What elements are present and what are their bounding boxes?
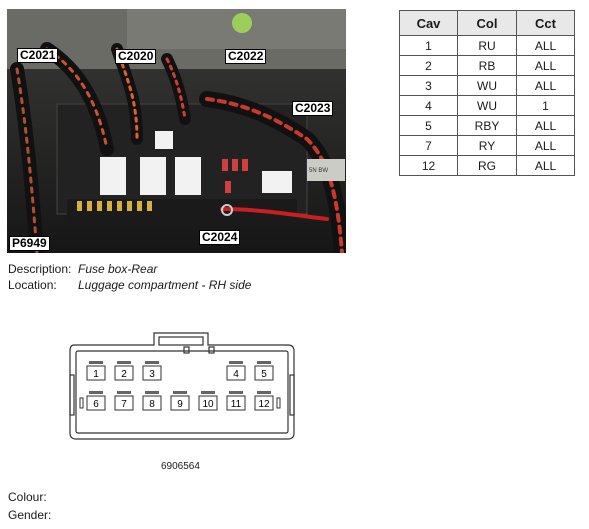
pin-cavity-10 xyxy=(198,395,218,411)
pin-label-10: 10 xyxy=(202,399,214,410)
colour-label: Colour: xyxy=(8,490,47,504)
pin-cavity-1 xyxy=(86,365,106,381)
cell-cav: 1 xyxy=(399,35,458,56)
sticker-text: 5N BW xyxy=(309,168,328,174)
cell-cav: 7 xyxy=(399,135,458,156)
pin-cavity-2 xyxy=(114,365,134,381)
pin-cavity-4 xyxy=(226,365,246,381)
cell-cct: ALL xyxy=(516,155,575,176)
cell-cct: ALL xyxy=(516,115,575,136)
pin-cavity-12 xyxy=(254,395,274,411)
description-value: Fuse box-Rear xyxy=(78,262,158,276)
cell-cct: ALL xyxy=(516,75,575,96)
pin-cavity-5 xyxy=(254,365,274,381)
callout-c2023: C2023 xyxy=(292,101,334,116)
pin-cavity-7 xyxy=(114,395,134,411)
cell-cav: 5 xyxy=(399,115,458,136)
cell-cct: ALL xyxy=(516,55,575,76)
cell-col: WU xyxy=(457,75,517,96)
cell-cav: 4 xyxy=(399,95,458,116)
latch-tab xyxy=(158,336,204,346)
pin-label-2: 2 xyxy=(121,369,127,380)
pin-label-12: 12 xyxy=(258,399,270,410)
description-label: Description: xyxy=(8,262,72,276)
pin-label-11: 11 xyxy=(231,399,242,410)
pin-cavity-11 xyxy=(226,395,246,411)
pin-label-1: 1 xyxy=(93,369,99,380)
connector-part-number: 6906564 xyxy=(161,461,200,472)
callout-c2020: C2020 xyxy=(115,49,157,64)
location-label: Location: xyxy=(8,278,57,292)
table-header-row: Cav Col Cct xyxy=(399,10,575,36)
header-cct: Cct xyxy=(516,10,575,36)
header-col: Col xyxy=(457,10,517,36)
pinout-table: Cav Col Cct 1 RU ALL 2 RB ALL 3 WU ALL 4… xyxy=(399,10,575,176)
pin-label-3: 3 xyxy=(149,369,155,380)
key-bump xyxy=(183,346,190,354)
connector-inner-outline xyxy=(75,350,289,434)
cell-cav: 2 xyxy=(399,55,458,76)
cell-cct: ALL xyxy=(516,35,575,56)
table-row: 12 RG ALL xyxy=(399,155,575,176)
pin-cavity-6 xyxy=(86,395,106,411)
cell-cct: ALL xyxy=(516,135,575,156)
table-row: 5 RBY ALL xyxy=(399,115,575,136)
callout-c2022: C2022 xyxy=(225,49,267,64)
table-row: 2 RB ALL xyxy=(399,55,575,76)
fuse-box-photo: 5N BW C2021 C2020 C2022 C2023 C2024 P694… xyxy=(7,9,346,253)
cell-col: RG xyxy=(457,155,517,176)
photo-reference: P6949 xyxy=(9,236,50,251)
side-rib-right xyxy=(289,374,295,416)
pin-label-8: 8 xyxy=(149,399,155,410)
pin-label-9: 9 xyxy=(177,399,183,410)
location-row: Location: Luggage compartment - RH side xyxy=(8,278,251,292)
pin-cavity-8 xyxy=(142,395,162,411)
cell-col: RBY xyxy=(457,115,517,136)
table-row: 1 RU ALL xyxy=(399,35,575,56)
pin-label-4: 4 xyxy=(233,369,239,380)
connector-housing xyxy=(69,332,295,440)
fuse-box-illustration: 5N BW xyxy=(7,9,346,253)
cell-col: WU xyxy=(457,95,517,116)
gender-label: Gender: xyxy=(8,508,52,522)
pin-cavity-3 xyxy=(142,365,162,381)
cell-cct: 1 xyxy=(516,95,575,116)
cell-cav: 3 xyxy=(399,75,458,96)
pin-cavity-9 xyxy=(170,395,190,411)
cell-col: RU xyxy=(457,35,517,56)
connector-face-diagram: 1 2 3 4 5 6 7 8 9 10 11 12 xyxy=(69,332,295,440)
callout-c2021: C2021 xyxy=(17,48,59,63)
cell-col: RY xyxy=(457,135,517,156)
pin-label-7: 7 xyxy=(121,399,127,410)
side-rib-left xyxy=(69,374,75,416)
cell-col: RB xyxy=(457,55,517,76)
table-row: 4 WU 1 xyxy=(399,95,575,116)
table-row: 3 WU ALL xyxy=(399,75,575,96)
cell-cav: 12 xyxy=(399,155,458,176)
pin-label-6: 6 xyxy=(93,399,99,410)
table-row: 7 RY ALL xyxy=(399,135,575,156)
key-bump xyxy=(208,346,215,354)
pin-label-5: 5 xyxy=(261,369,267,380)
header-cav: Cav xyxy=(399,10,458,36)
location-value: Luggage compartment - RH side xyxy=(78,278,252,292)
callout-c2024: C2024 xyxy=(199,230,241,245)
description-row: Description: Fuse box-Rear xyxy=(8,262,157,276)
